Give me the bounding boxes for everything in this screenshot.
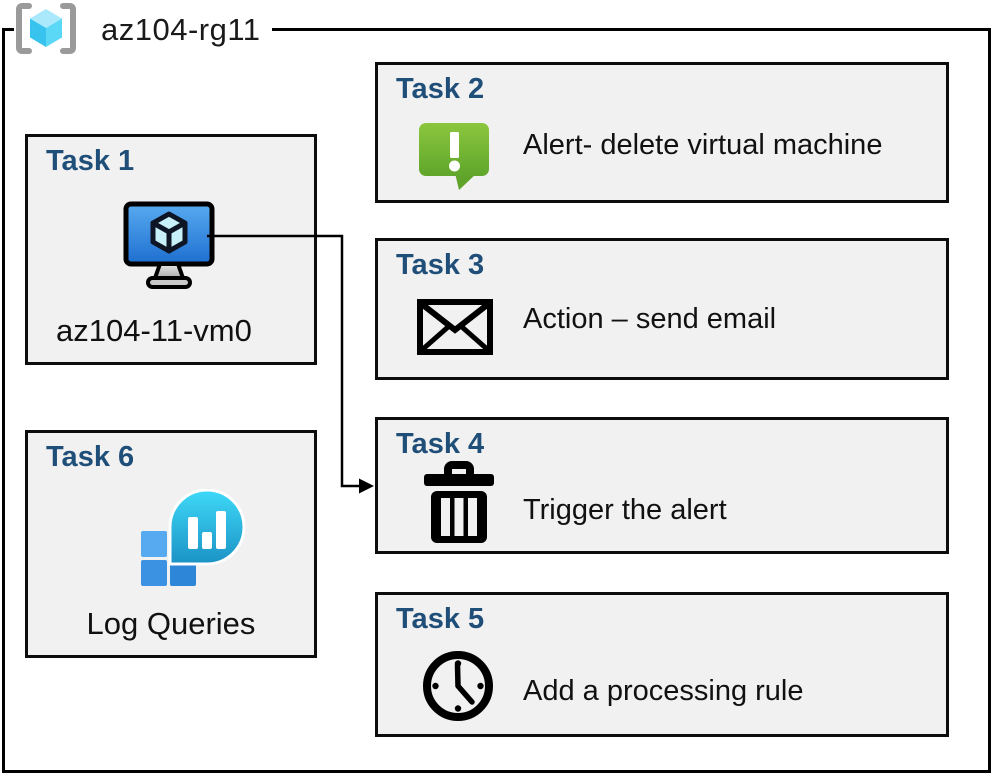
resource-group-icon bbox=[16, 3, 76, 54]
log-analytics-icon bbox=[141, 489, 246, 586]
task-2-box: Task 2 Alert- delete virtual machine bbox=[375, 62, 949, 203]
header-border-gap bbox=[14, 25, 272, 35]
virtual-machine-icon bbox=[123, 201, 215, 289]
task-1-title: Task 1 bbox=[46, 145, 135, 177]
task-4-title: Task 4 bbox=[396, 428, 485, 460]
task-1-box: Task 1 az104-11-vm0 bbox=[25, 134, 317, 365]
task-1-label: az104-11-vm0 bbox=[56, 313, 252, 348]
task-2-label: Alert- delete virtual machine bbox=[523, 129, 883, 161]
email-icon bbox=[417, 299, 493, 355]
task-2-title: Task 2 bbox=[396, 73, 485, 105]
resource-group-name: az104-rg11 bbox=[101, 12, 261, 47]
task-6-label: Log Queries bbox=[86, 606, 256, 641]
task-3-title: Task 3 bbox=[396, 249, 485, 281]
task-5-box: Task 5 Add a processing rule bbox=[375, 592, 949, 737]
task-6-title: Task 6 bbox=[46, 441, 135, 473]
alert-icon bbox=[419, 123, 489, 190]
task-3-box: Task 3 Action – send email bbox=[375, 238, 949, 380]
clock-icon bbox=[423, 651, 493, 721]
task-4-label: Trigger the alert bbox=[523, 494, 727, 526]
resource-group-boundary bbox=[2, 28, 991, 773]
task-3-label: Action – send email bbox=[523, 303, 777, 335]
task-5-title: Task 5 bbox=[396, 603, 485, 635]
task-5-label: Add a processing rule bbox=[523, 675, 804, 707]
trash-icon bbox=[424, 461, 494, 543]
task-4-box: Task 4 Trigger the alert bbox=[375, 417, 949, 554]
task-6-box: Task 6 Log Queries bbox=[25, 430, 317, 658]
